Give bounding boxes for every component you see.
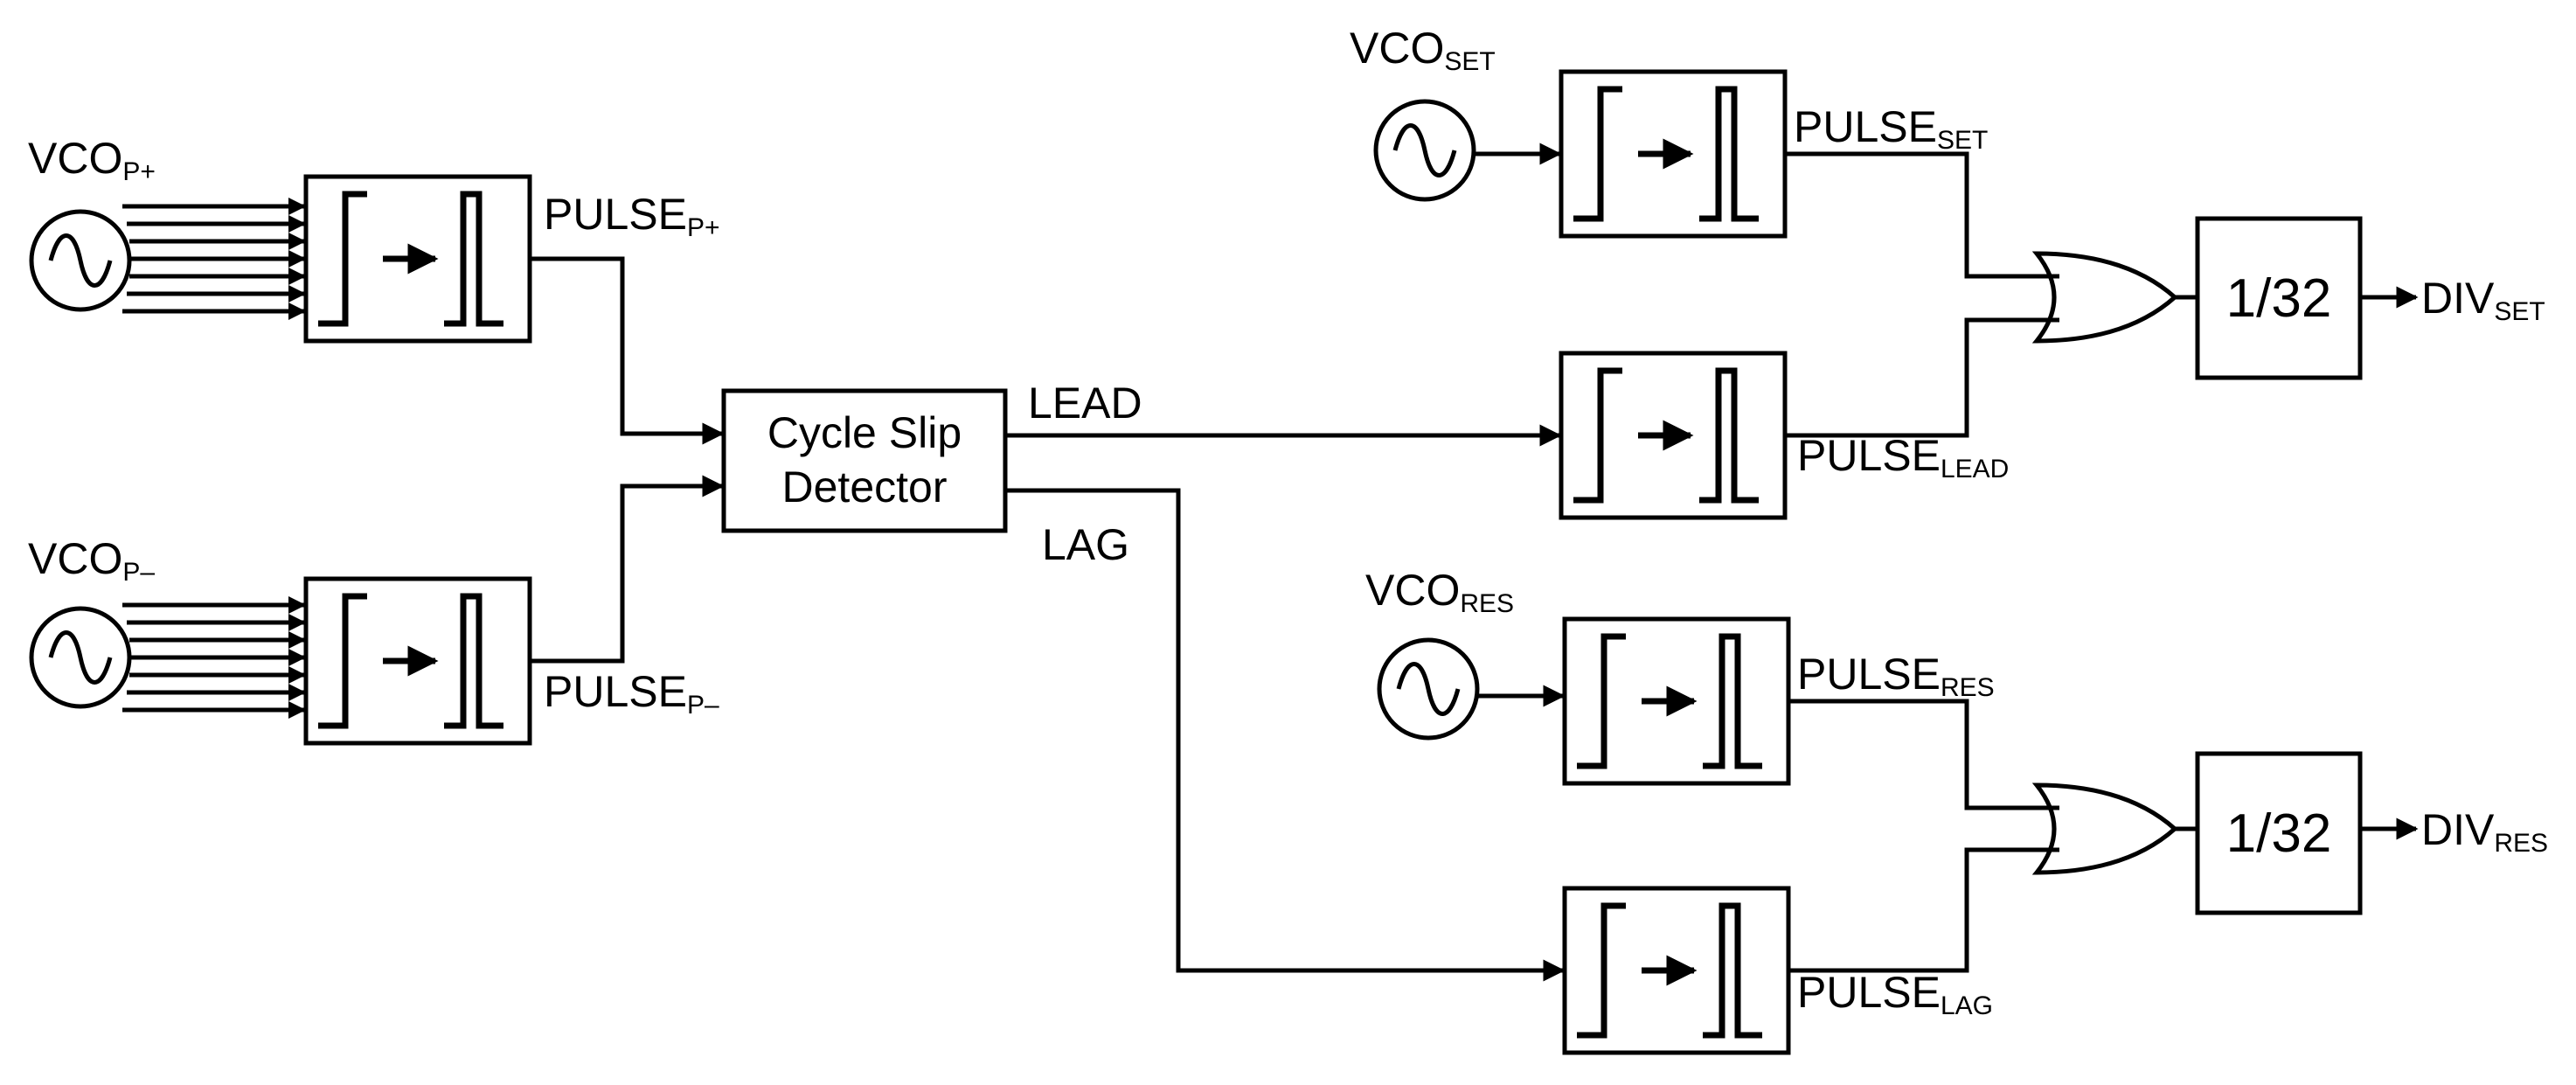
pulse-generator-lag	[1562, 886, 1791, 1055]
lag-signal-label: LAG	[1042, 520, 1129, 569]
vco-p-plus-oscillator	[29, 209, 132, 312]
divider-ratio-label: 1/32	[2226, 268, 2332, 329]
detector-label-line2: Detector	[782, 463, 948, 511]
wire-pulse-set-to-or	[1785, 151, 2059, 279]
step-edge-icon	[1573, 367, 1622, 504]
pulse-lead-label: PULSELEAD	[1797, 431, 2009, 483]
pulse-generator-res	[1562, 616, 1791, 786]
sine-wave-icon	[1392, 123, 1457, 177]
step-edge-icon	[1577, 633, 1626, 769]
sine-wave-icon	[48, 630, 113, 685]
wire-pulse-p-plus-to-detector	[530, 256, 725, 445]
pulse-generator-set	[1559, 69, 1788, 239]
wire-pulse-p-minus-to-detector	[530, 475, 725, 664]
wire-pulse-lag-to-or	[1788, 847, 2059, 973]
pulse-icon	[1699, 86, 1759, 222]
step-edge-icon	[318, 593, 367, 729]
pulse-generator-lead	[1559, 351, 1788, 520]
divider-ratio-label: 1/32	[2226, 803, 2332, 864]
div-set-output-label: DIVSET	[2421, 274, 2545, 326]
or-gate-icon	[2031, 251, 2178, 344]
pulse-generator-p-plus	[303, 174, 532, 344]
pulse-generator-p-minus	[303, 576, 532, 746]
step-edge-icon	[1577, 902, 1626, 1039]
wire-lag-to-pulse-lag	[1005, 488, 1566, 982]
sine-wave-icon	[1396, 662, 1461, 716]
div-res-output-label: DIVRES	[2421, 805, 2548, 858]
step-edge-icon	[1573, 86, 1622, 222]
pulse-icon	[1699, 367, 1759, 504]
vco-p-minus-oscillator	[29, 606, 132, 709]
pulse-lag-label: PULSELAG	[1797, 968, 1993, 1020]
vco-p-minus-phase-bus	[122, 596, 306, 719]
wire-pulse-res-to-or	[1788, 699, 2059, 810]
wire-pulse-lead-to-or	[1785, 317, 2059, 438]
vco-p-plus-phase-bus	[122, 198, 306, 320]
divider-res: 1/32	[2195, 751, 2363, 915]
vco-res-label: VCORES	[1365, 566, 1514, 618]
pulse-icon	[1703, 633, 1762, 769]
vco-p-plus-label: VCOP+	[28, 134, 156, 186]
pulse-icon	[1703, 902, 1762, 1039]
sine-wave-icon	[48, 233, 113, 288]
pulse-p-minus-label: PULSEP–	[544, 667, 719, 720]
pulse-p-plus-label: PULSEP+	[544, 190, 720, 242]
pulse-icon	[444, 593, 503, 729]
or-gate-set	[2031, 251, 2178, 344]
lead-signal-label: LEAD	[1028, 379, 1142, 428]
pulse-set-label: PULSESET	[1794, 102, 1988, 155]
vco-res-oscillator	[1377, 637, 1480, 741]
detector-label-line1: Cycle Slip	[767, 408, 962, 457]
vco-p-minus-label: VCOP–	[28, 534, 155, 587]
vco-set-label: VCOSET	[1350, 24, 1496, 76]
pulse-res-label: PULSERES	[1797, 650, 1995, 702]
divider-set: 1/32	[2195, 216, 2363, 380]
vco-set-oscillator	[1373, 99, 1476, 202]
or-gate-icon	[2031, 782, 2178, 875]
or-gate-res	[2031, 782, 2178, 875]
cycle-slip-detector: Cycle Slip Detector	[721, 388, 1008, 533]
step-edge-icon	[318, 191, 367, 327]
pulse-icon	[444, 191, 503, 327]
